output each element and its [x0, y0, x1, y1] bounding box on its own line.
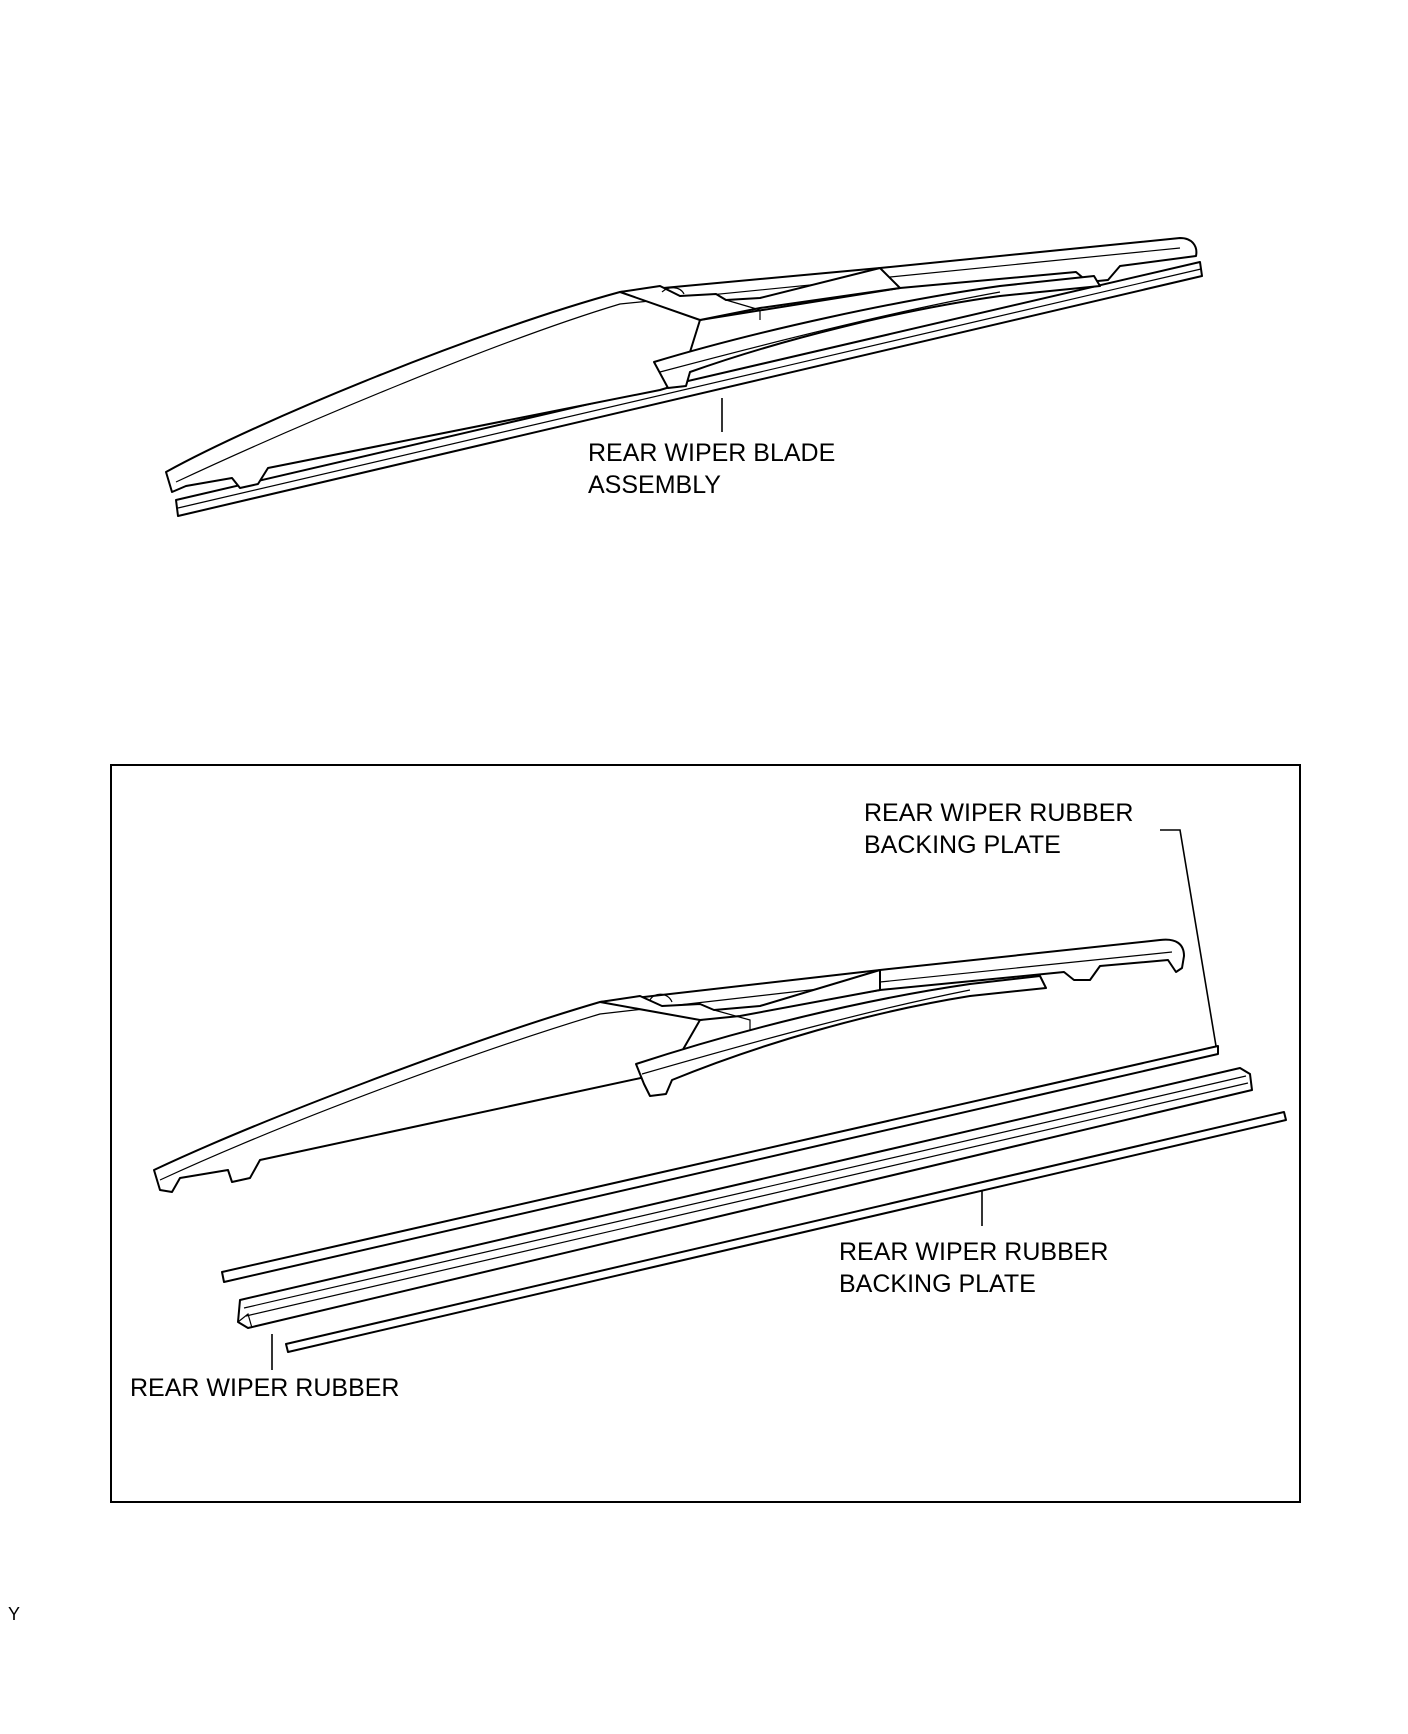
figure-code: Y — [8, 1604, 21, 1624]
label-backing-plate-bottom: REAR WIPER RUBBER BACKING PLATE — [839, 1236, 1108, 1300]
label-line: ASSEMBLY — [588, 471, 721, 499]
rear-wiper-rubber-drawing — [237, 1067, 1253, 1329]
label-line: BACKING PLATE — [864, 831, 1061, 859]
backing-plate-lower-drawing — [285, 1111, 1287, 1353]
label-backing-plate-top: REAR WIPER RUBBER BACKING PLATE — [864, 797, 1133, 861]
label-line: BACKING PLATE — [839, 1270, 1036, 1298]
rear-wiper-blade-assembly-drawing — [165, 237, 1203, 517]
label-rear-wiper-rubber: REAR WIPER RUBBER — [130, 1372, 399, 1404]
leader-line-backing-plate-top — [1160, 829, 1217, 1047]
exploded-view-frame — [110, 764, 1301, 1503]
label-line: REAR WIPER RUBBER — [839, 1238, 1109, 1266]
rear-wiper-blade-frame-drawing — [153, 938, 1185, 1193]
label-line: REAR WIPER BLADE — [588, 439, 836, 467]
label-rear-wiper-blade-assembly: REAR WIPER BLADE ASSEMBLY — [588, 437, 835, 501]
label-line: REAR WIPER RUBBER — [864, 799, 1134, 827]
label-line: REAR WIPER RUBBER — [130, 1374, 400, 1402]
backing-plate-upper-drawing — [221, 1045, 1219, 1283]
